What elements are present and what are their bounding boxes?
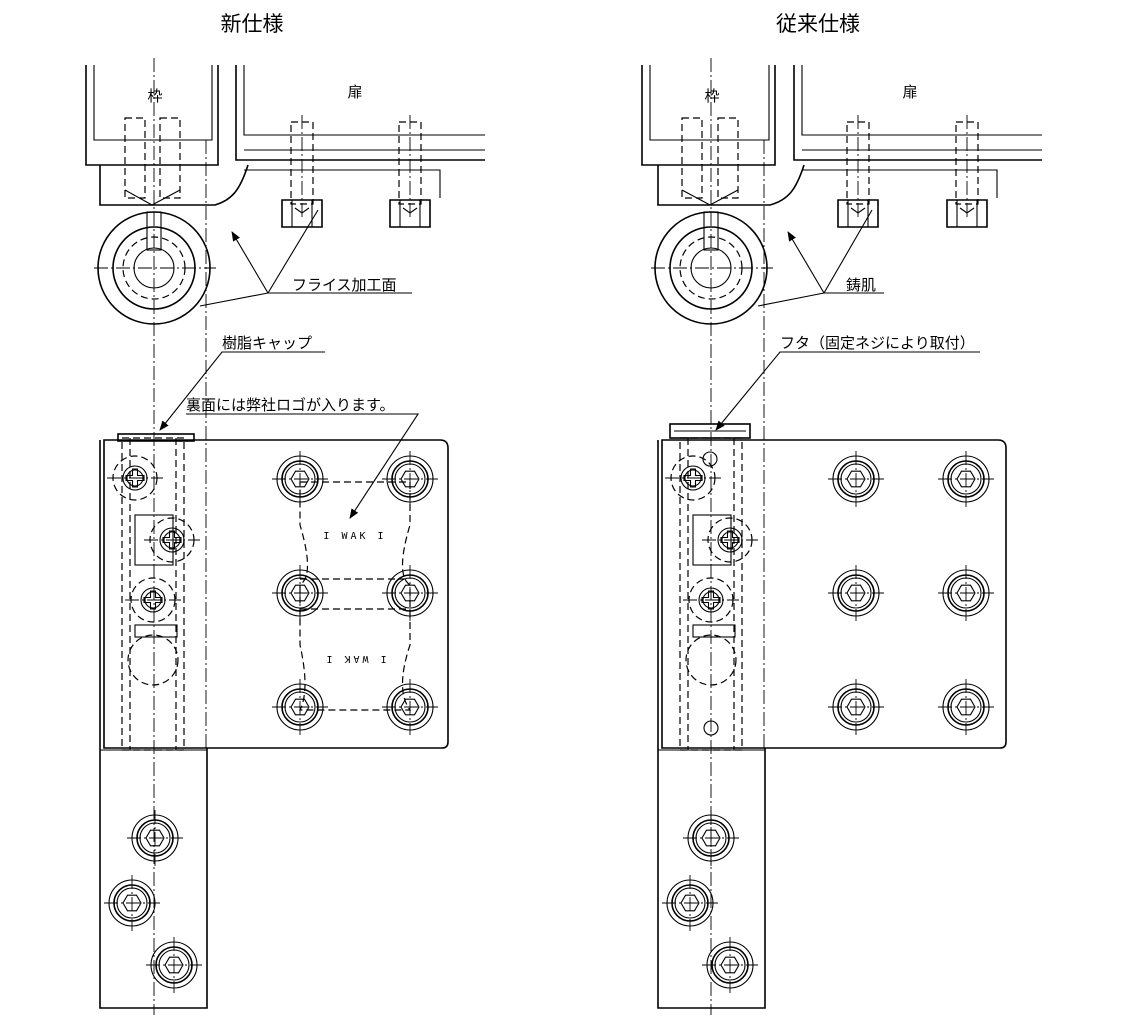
old-frame-label: 枠 xyxy=(704,87,719,105)
old-spec-top-section xyxy=(641,58,1042,1015)
logo-note-label: 裏面には弊社ロゴが入ります。 xyxy=(186,396,395,414)
cast-surface-label: 鋳肌 xyxy=(846,276,876,294)
new-spec-title: 新仕様 xyxy=(221,12,284,36)
old-spec-front-view xyxy=(657,423,1007,1009)
new-spec-top-section xyxy=(85,58,485,1015)
logo-text-upper: I WAK I xyxy=(323,531,386,542)
new-frame-label: 枠 xyxy=(147,87,162,105)
old-door-label: 扉 xyxy=(902,83,917,101)
new-door-label: 扉 xyxy=(347,83,362,101)
old-spec-title: 従来仕様 xyxy=(776,12,860,36)
new-spec-front-view xyxy=(99,433,449,1009)
milled-surface-label: フライス加工面 xyxy=(292,276,397,294)
resin-cap-label: 樹脂キャップ xyxy=(222,334,312,352)
logo-text-lower: I WAK I xyxy=(323,653,386,664)
lid-label: フタ（固定ネジにより取付） xyxy=(780,334,975,352)
